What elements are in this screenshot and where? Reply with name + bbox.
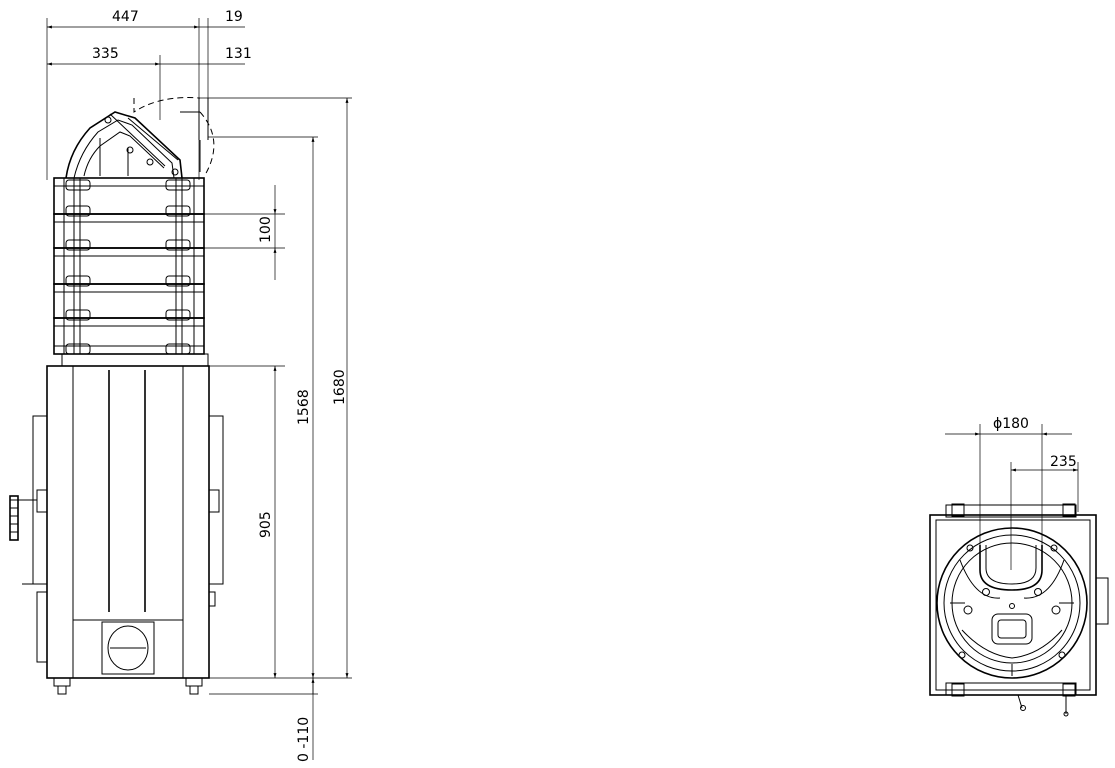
side-view: 447 19 335 131 bbox=[9, 9, 352, 762]
top-view: ϕ180 235 bbox=[929, 416, 1109, 717]
dim-flue-offset: 235 bbox=[1050, 454, 1077, 470]
top-view-dimensions bbox=[945, 424, 1079, 570]
top-view-body bbox=[929, 503, 1109, 717]
module-stack bbox=[53, 177, 209, 367]
dim-width-inner: 335 bbox=[92, 46, 119, 62]
dome-top bbox=[65, 111, 183, 179]
height-dimensions bbox=[209, 98, 352, 760]
dim-height-total: 1680 bbox=[332, 369, 348, 405]
dim-flue-diameter: ϕ180 bbox=[993, 416, 1029, 432]
base-cabinet bbox=[46, 365, 210, 679]
dim-offset-inner: 131 bbox=[225, 46, 252, 62]
dim-foot-adjust: 0 -110 bbox=[296, 717, 312, 762]
dim-height-flue: 1568 bbox=[296, 389, 312, 425]
flue-outlet bbox=[133, 97, 352, 176]
left-side-panel bbox=[9, 415, 48, 663]
dim-height-base: 905 bbox=[258, 511, 274, 538]
top-dimension-lines bbox=[46, 18, 245, 180]
top-view-firebox bbox=[936, 527, 1088, 679]
right-side-panel bbox=[208, 415, 224, 607]
dim-offset-top: 19 bbox=[225, 9, 243, 25]
dim-module-height: 100 bbox=[258, 216, 274, 243]
module-height-dimension bbox=[204, 185, 285, 280]
feet bbox=[53, 677, 318, 695]
dim-width-total: 447 bbox=[112, 9, 139, 25]
